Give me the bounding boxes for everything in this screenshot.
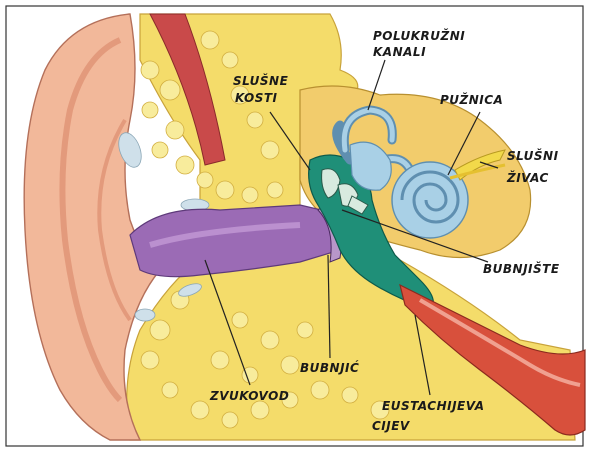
label-bubnjic: BUBNJIĆ bbox=[300, 360, 359, 375]
label-polukruzni-kanali-2: KANALI bbox=[373, 45, 426, 59]
label-slusni-zivac-2: ŽIVAC bbox=[506, 170, 549, 185]
label-zvukovod: ZVUKOVOD bbox=[209, 389, 289, 403]
label-polukruzni-kanali-1: POLUKRUŽNI bbox=[373, 28, 465, 43]
label-eustachijeva-cijev-1: EUSTACHIJEVA bbox=[382, 399, 485, 413]
label-puznica: PUŽNICA bbox=[440, 92, 503, 107]
label-slusne-kosti-1: SLUŠNE bbox=[233, 73, 289, 88]
label-slusne-kosti-2: KOSTI bbox=[235, 91, 278, 105]
label-bubnjiste: BUBNJIŠTE bbox=[483, 261, 560, 276]
label-slusni-zivac-1: SLUŠNI bbox=[507, 148, 559, 163]
label-eustachijeva-cijev-2: CIJEV bbox=[372, 419, 411, 433]
